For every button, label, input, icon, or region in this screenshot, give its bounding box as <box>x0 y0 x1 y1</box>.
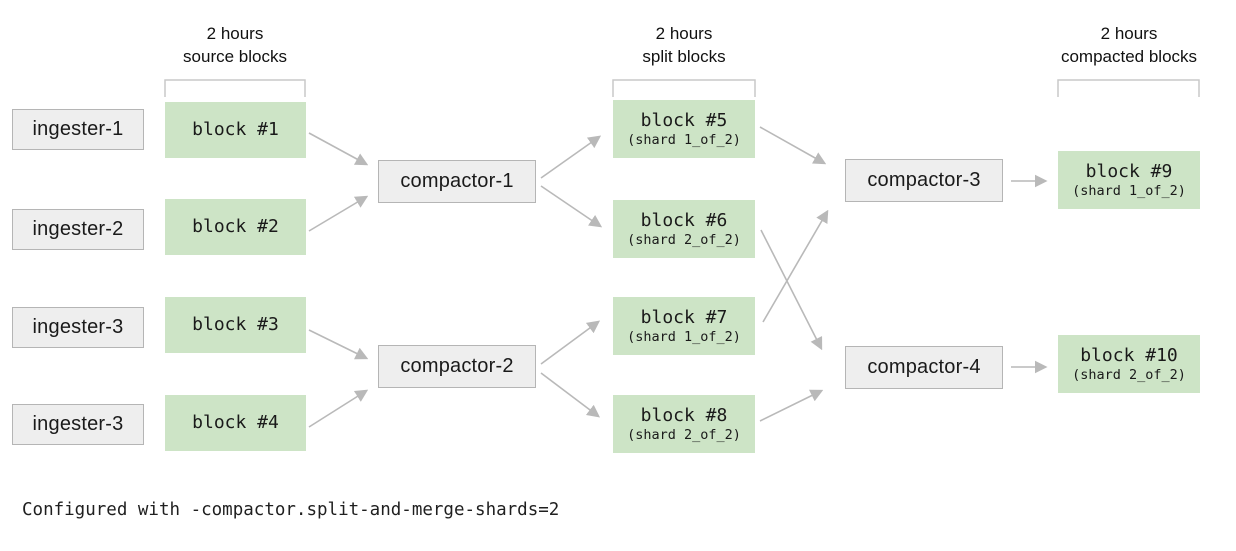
arrow-block7-to-compactor3 <box>762 209 829 323</box>
arrow-block4-to-compactor2 <box>308 389 369 428</box>
block-8: block #8 (shard 2_of_2) <box>613 395 755 453</box>
block-label: block #9 <box>1085 160 1173 182</box>
block-label: block #8 <box>640 404 728 426</box>
block-3: block #3 <box>165 297 306 353</box>
ingester-3b-node: ingester-3 <box>12 404 144 445</box>
compactor-3-node: compactor-3 <box>845 159 1003 202</box>
block-4: block #4 <box>165 395 306 451</box>
compactor-2-node: compactor-2 <box>378 345 536 388</box>
header-line: 2 hours <box>206 24 264 43</box>
node-label: compactor-2 <box>400 355 514 377</box>
split-blocks-bracket <box>612 79 756 97</box>
block-label: block #2 <box>192 216 279 237</box>
block-7: block #7 (shard 1_of_2) <box>613 297 755 355</box>
block-label: block #1 <box>192 119 279 140</box>
node-label: ingester-1 <box>32 118 124 140</box>
arrow-block8-to-compactor4 <box>759 389 824 422</box>
block-label: block #6 <box>640 209 728 231</box>
block-shard-label: (shard 1_of_2) <box>627 131 741 148</box>
compacted-blocks-bracket <box>1057 79 1200 97</box>
node-label: ingester-3 <box>32 413 124 435</box>
arrow-compactor2-to-block8 <box>540 372 601 418</box>
compactor-4-node: compactor-4 <box>845 346 1003 389</box>
header-line: compacted blocks <box>1060 47 1198 66</box>
config-note: Configured with -compactor.split-and-mer… <box>22 500 560 520</box>
block-shard-label: (shard 2_of_2) <box>627 231 741 248</box>
block-label: block #5 <box>640 109 728 131</box>
source-blocks-header: 2 hours source blocks <box>150 22 320 68</box>
arrow-block5-to-compactor3 <box>759 126 827 165</box>
block-shard-label: (shard 1_of_2) <box>1072 182 1186 199</box>
node-label: compactor-3 <box>867 169 981 191</box>
arrow-block2-to-compactor1 <box>308 195 369 232</box>
arrow-compactor1-to-block6 <box>540 185 603 228</box>
block-1: block #1 <box>165 102 306 158</box>
block-label: block #4 <box>192 412 279 433</box>
block-shard-label: (shard 1_of_2) <box>627 328 741 345</box>
split-blocks-header: 2 hours split blocks <box>599 22 769 68</box>
header-line: source blocks <box>183 47 287 66</box>
arrow-block3-to-compactor2 <box>308 329 369 360</box>
block-shard-label: (shard 2_of_2) <box>627 426 741 443</box>
block-label: block #7 <box>640 306 728 328</box>
block-2: block #2 <box>165 199 306 255</box>
header-line: split blocks <box>642 47 726 66</box>
node-label: ingester-3 <box>32 316 124 338</box>
arrow-compactor1-to-block5 <box>540 135 602 179</box>
block-shard-label: (shard 2_of_2) <box>1072 366 1186 383</box>
ingester-2-node: ingester-2 <box>12 209 144 250</box>
node-label: compactor-4 <box>867 356 981 378</box>
arrow-block6-to-compactor4 <box>760 229 823 351</box>
ingester-1-node: ingester-1 <box>12 109 144 150</box>
header-line: 2 hours <box>655 24 713 43</box>
block-label: block #3 <box>192 314 279 335</box>
node-label: compactor-1 <box>400 170 514 192</box>
header-line: 2 hours <box>1100 24 1158 43</box>
block-10: block #10 (shard 2_of_2) <box>1058 335 1200 393</box>
arrow-compactor2-to-block7 <box>540 320 601 365</box>
block-5: block #5 (shard 1_of_2) <box>613 100 755 158</box>
compactor-1-node: compactor-1 <box>378 160 536 203</box>
node-label: ingester-2 <box>32 218 124 240</box>
compacted-blocks-header: 2 hours compacted blocks <box>1038 22 1220 68</box>
ingester-3-node: ingester-3 <box>12 307 144 348</box>
block-label: block #10 <box>1080 344 1178 366</box>
block-9: block #9 (shard 1_of_2) <box>1058 151 1200 209</box>
block-6: block #6 (shard 2_of_2) <box>613 200 755 258</box>
source-blocks-bracket <box>164 79 306 97</box>
arrow-block1-to-compactor1 <box>308 132 369 166</box>
